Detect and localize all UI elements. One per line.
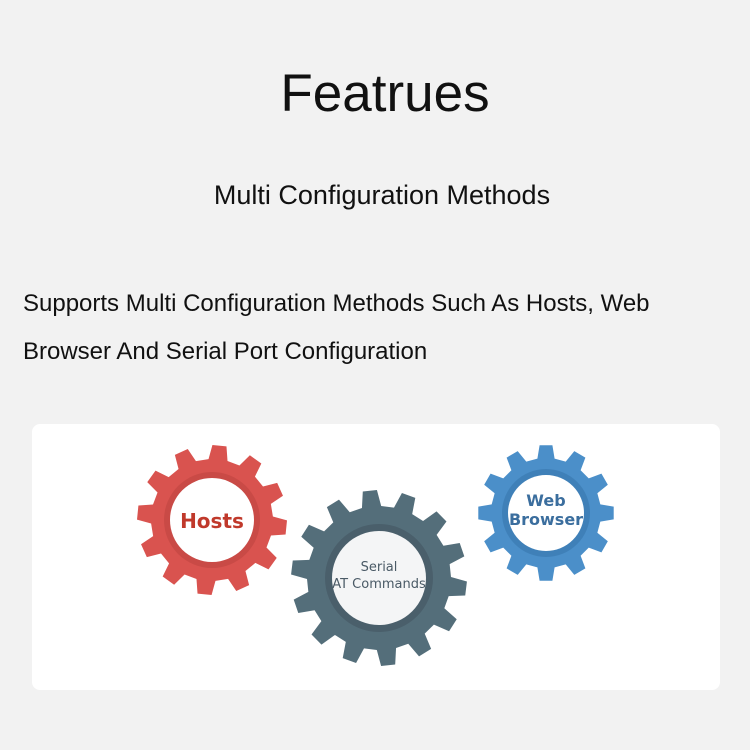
serial-gear-center [332,531,426,625]
hosts-gear-label: Hosts [180,509,244,533]
configuration-gears-diagram: Hosts Web Browser Serial AT Commands [137,445,614,666]
serial-gear-label-line-1: Serial [361,560,398,575]
page-title: Featrues [280,64,490,123]
configuration-diagram-card: Hosts Web Browser Serial AT Commands [32,424,720,690]
web-browser-gear-icon: Web Browser [478,445,614,581]
description-line-2: Browser And Serial Port Configuration [23,338,428,365]
feature-description: Supports Multi Configuration Methods Suc… [23,280,738,376]
description-line-1: Supports Multi Configuration Methods Suc… [23,290,650,317]
page-subtitle: Multi Configuration Methods [213,180,551,210]
serial-gear-icon: Serial AT Commands [291,490,467,666]
hosts-gear-center [170,478,254,562]
web-browser-gear-center [508,475,584,551]
serial-gear-label-line-2: AT Commands [332,577,426,592]
hosts-gear-icon: Hosts [137,445,287,595]
web-browser-gear-label-line-2: Browser [509,510,583,529]
web-browser-gear-label-line-1: Web [526,491,565,510]
